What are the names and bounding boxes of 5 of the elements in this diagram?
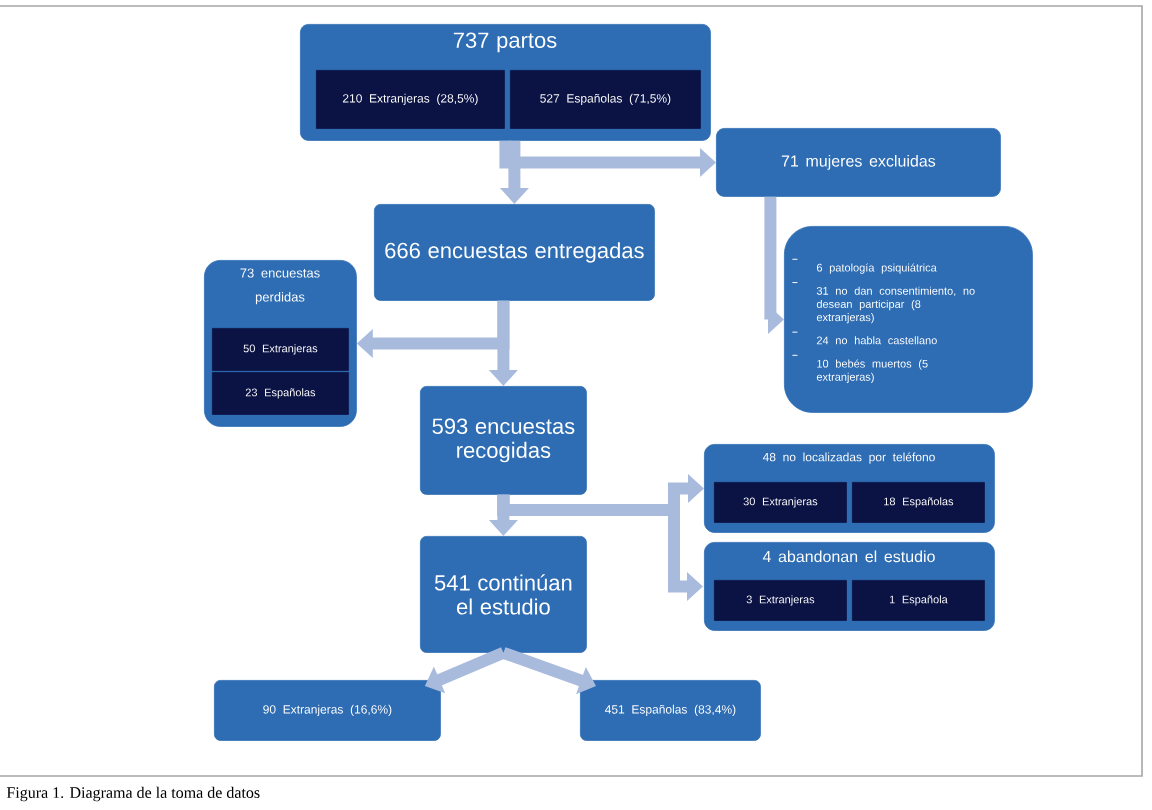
figure-caption: Figura 1. Diagrama de la toma de datos (6, 786, 260, 802)
process-box: 71 mujeres excluidas (716, 128, 1001, 197)
process-box: 593 encuestas recogidas (420, 386, 587, 495)
process-box: 541 continúan el estudio (420, 536, 587, 653)
process-box: 666 encuestas entregadas (374, 204, 655, 301)
